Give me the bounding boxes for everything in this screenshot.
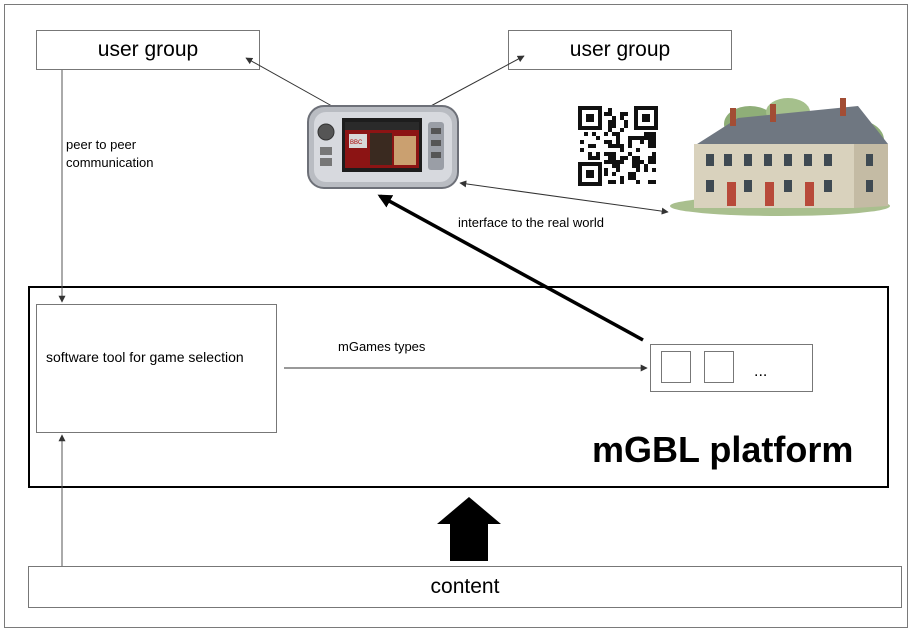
qr-code-icon	[578, 106, 658, 186]
game-type-slot-1	[661, 351, 691, 383]
mobile-phone-icon: BBC	[307, 105, 459, 189]
peer-communication-label: peer to peer communication	[66, 137, 154, 170]
user-group-right-label: user group	[569, 38, 671, 61]
content-box: content	[28, 566, 902, 608]
mgames-types-label: mGames types	[338, 339, 426, 354]
software-tool-box: software tool for game selection	[36, 304, 277, 433]
interface-label: interface to the real world	[458, 215, 604, 230]
software-tool-label: software tool for game selection	[46, 349, 244, 365]
content-label: content	[430, 575, 500, 598]
game-types-box: ...	[650, 344, 813, 392]
content-to-platform-arrow	[437, 497, 501, 561]
svg-text:BBC: BBC	[350, 140, 363, 146]
platform-to-phone-arrow	[377, 194, 644, 342]
user-group-left-box: user group	[36, 30, 260, 70]
user-group-left-label: user group	[97, 38, 199, 61]
house-icon	[670, 98, 890, 216]
game-types-ellipsis: ...	[754, 363, 768, 380]
user-group-right-box: user group	[508, 30, 732, 70]
real-world-arrow	[459, 180, 669, 215]
game-type-slot-2	[704, 351, 734, 383]
platform-box	[28, 286, 889, 488]
platform-label: mGBL platform	[592, 429, 854, 470]
